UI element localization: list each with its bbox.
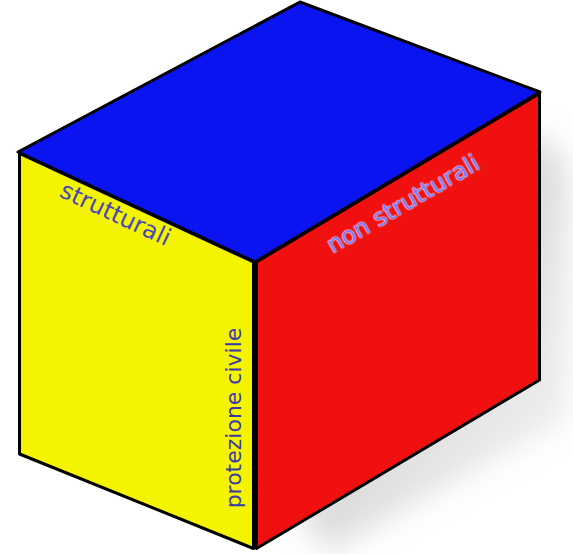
right-face: non strutturali — [255, 92, 541, 550]
face-shape — [255, 92, 541, 550]
edge-label: protezione civile — [223, 328, 245, 509]
face-polygon — [257, 94, 540, 549]
face-polygon — [20, 154, 254, 549]
left-face: strutturaliprotezione civile — [18, 152, 255, 550]
